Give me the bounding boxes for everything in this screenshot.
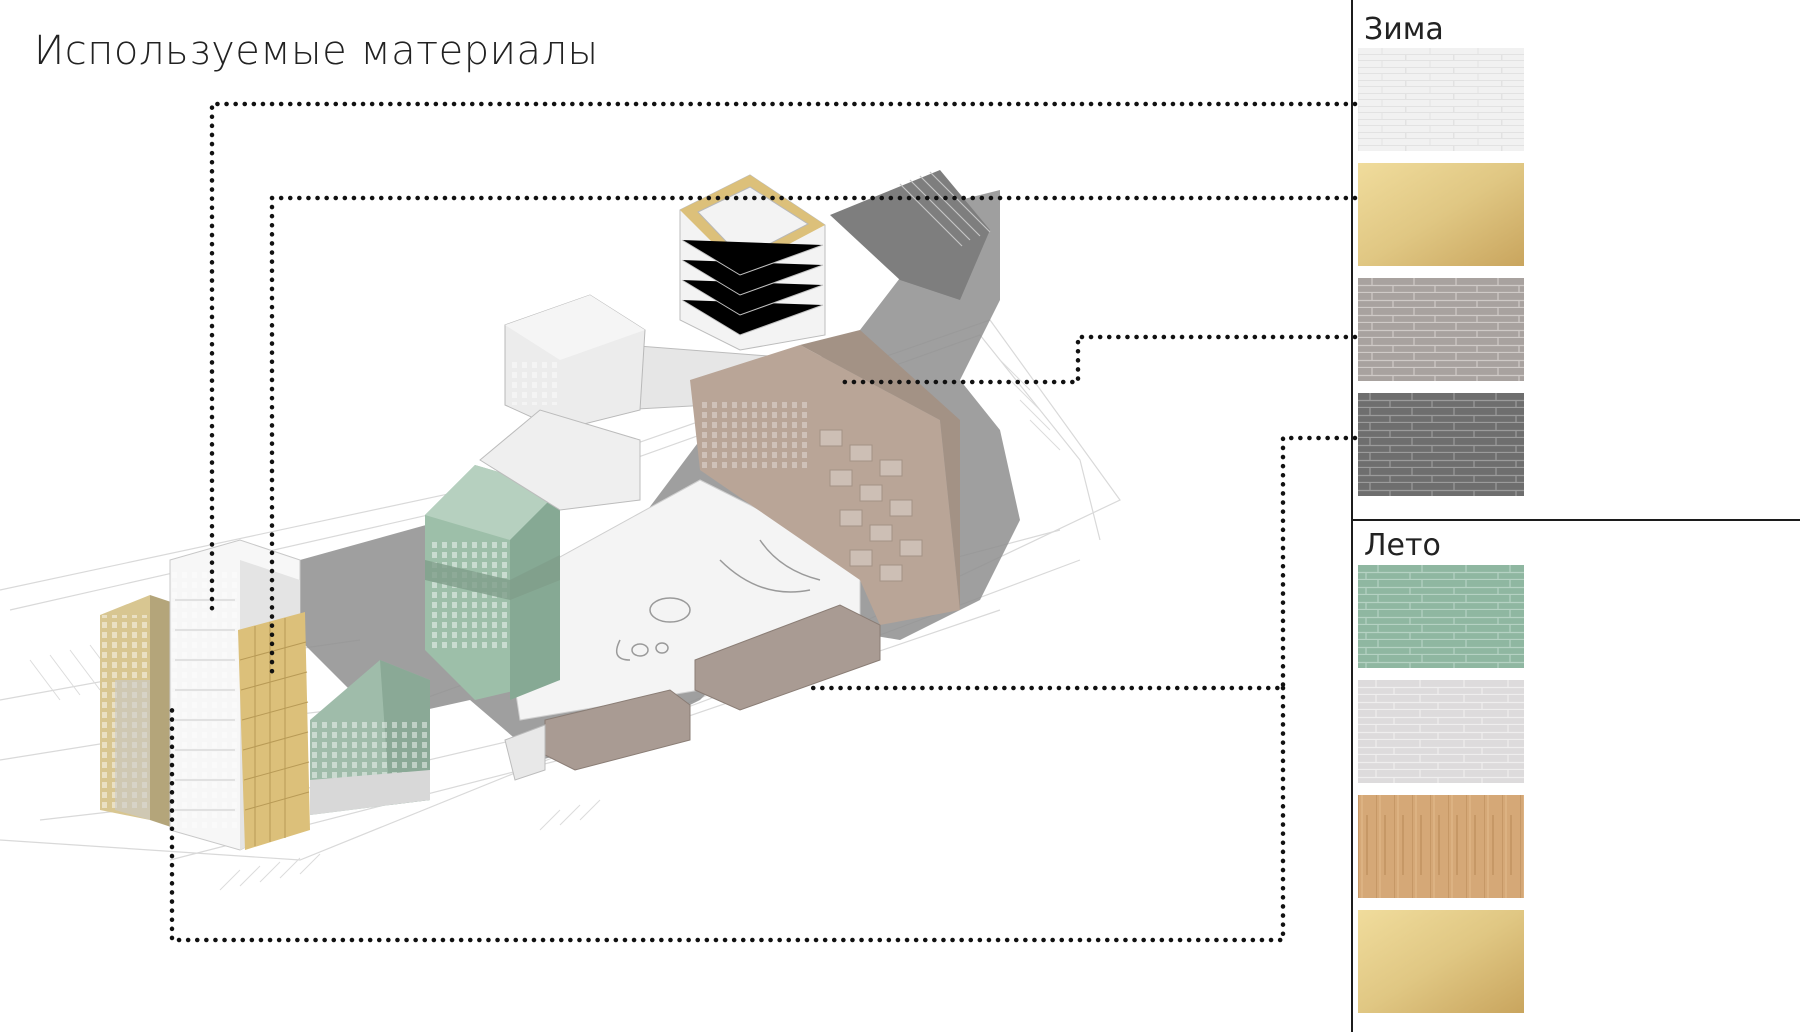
swatch-green-brick <box>1358 565 1524 668</box>
swatch-light-grey-brick <box>1358 680 1524 783</box>
legend-divider-vertical <box>1351 0 1353 1032</box>
parking-stripes <box>29 359 1061 891</box>
low-brown-row-right <box>694 604 881 711</box>
winter-label: Зима <box>1364 12 1444 47</box>
striped-tower-shadow <box>830 170 990 300</box>
swatch-wood-planks <box>1358 795 1524 898</box>
swatch-dark-grey-brick <box>1358 393 1524 496</box>
swatch-gold-panel <box>1358 163 1524 266</box>
white-slab <box>479 409 641 511</box>
swatch-grey-brick <box>1358 278 1524 381</box>
swatch-white-brick <box>1358 48 1524 151</box>
gold-tower <box>238 612 310 850</box>
swatch-gold-panel-summer <box>1358 910 1524 1013</box>
courtyard-paths <box>615 539 821 661</box>
legend-divider-horizontal <box>1351 519 1800 521</box>
page-title: Используемые материалы <box>34 28 599 74</box>
summer-label: Лето <box>1364 528 1441 563</box>
leader-lines <box>169 101 1358 943</box>
